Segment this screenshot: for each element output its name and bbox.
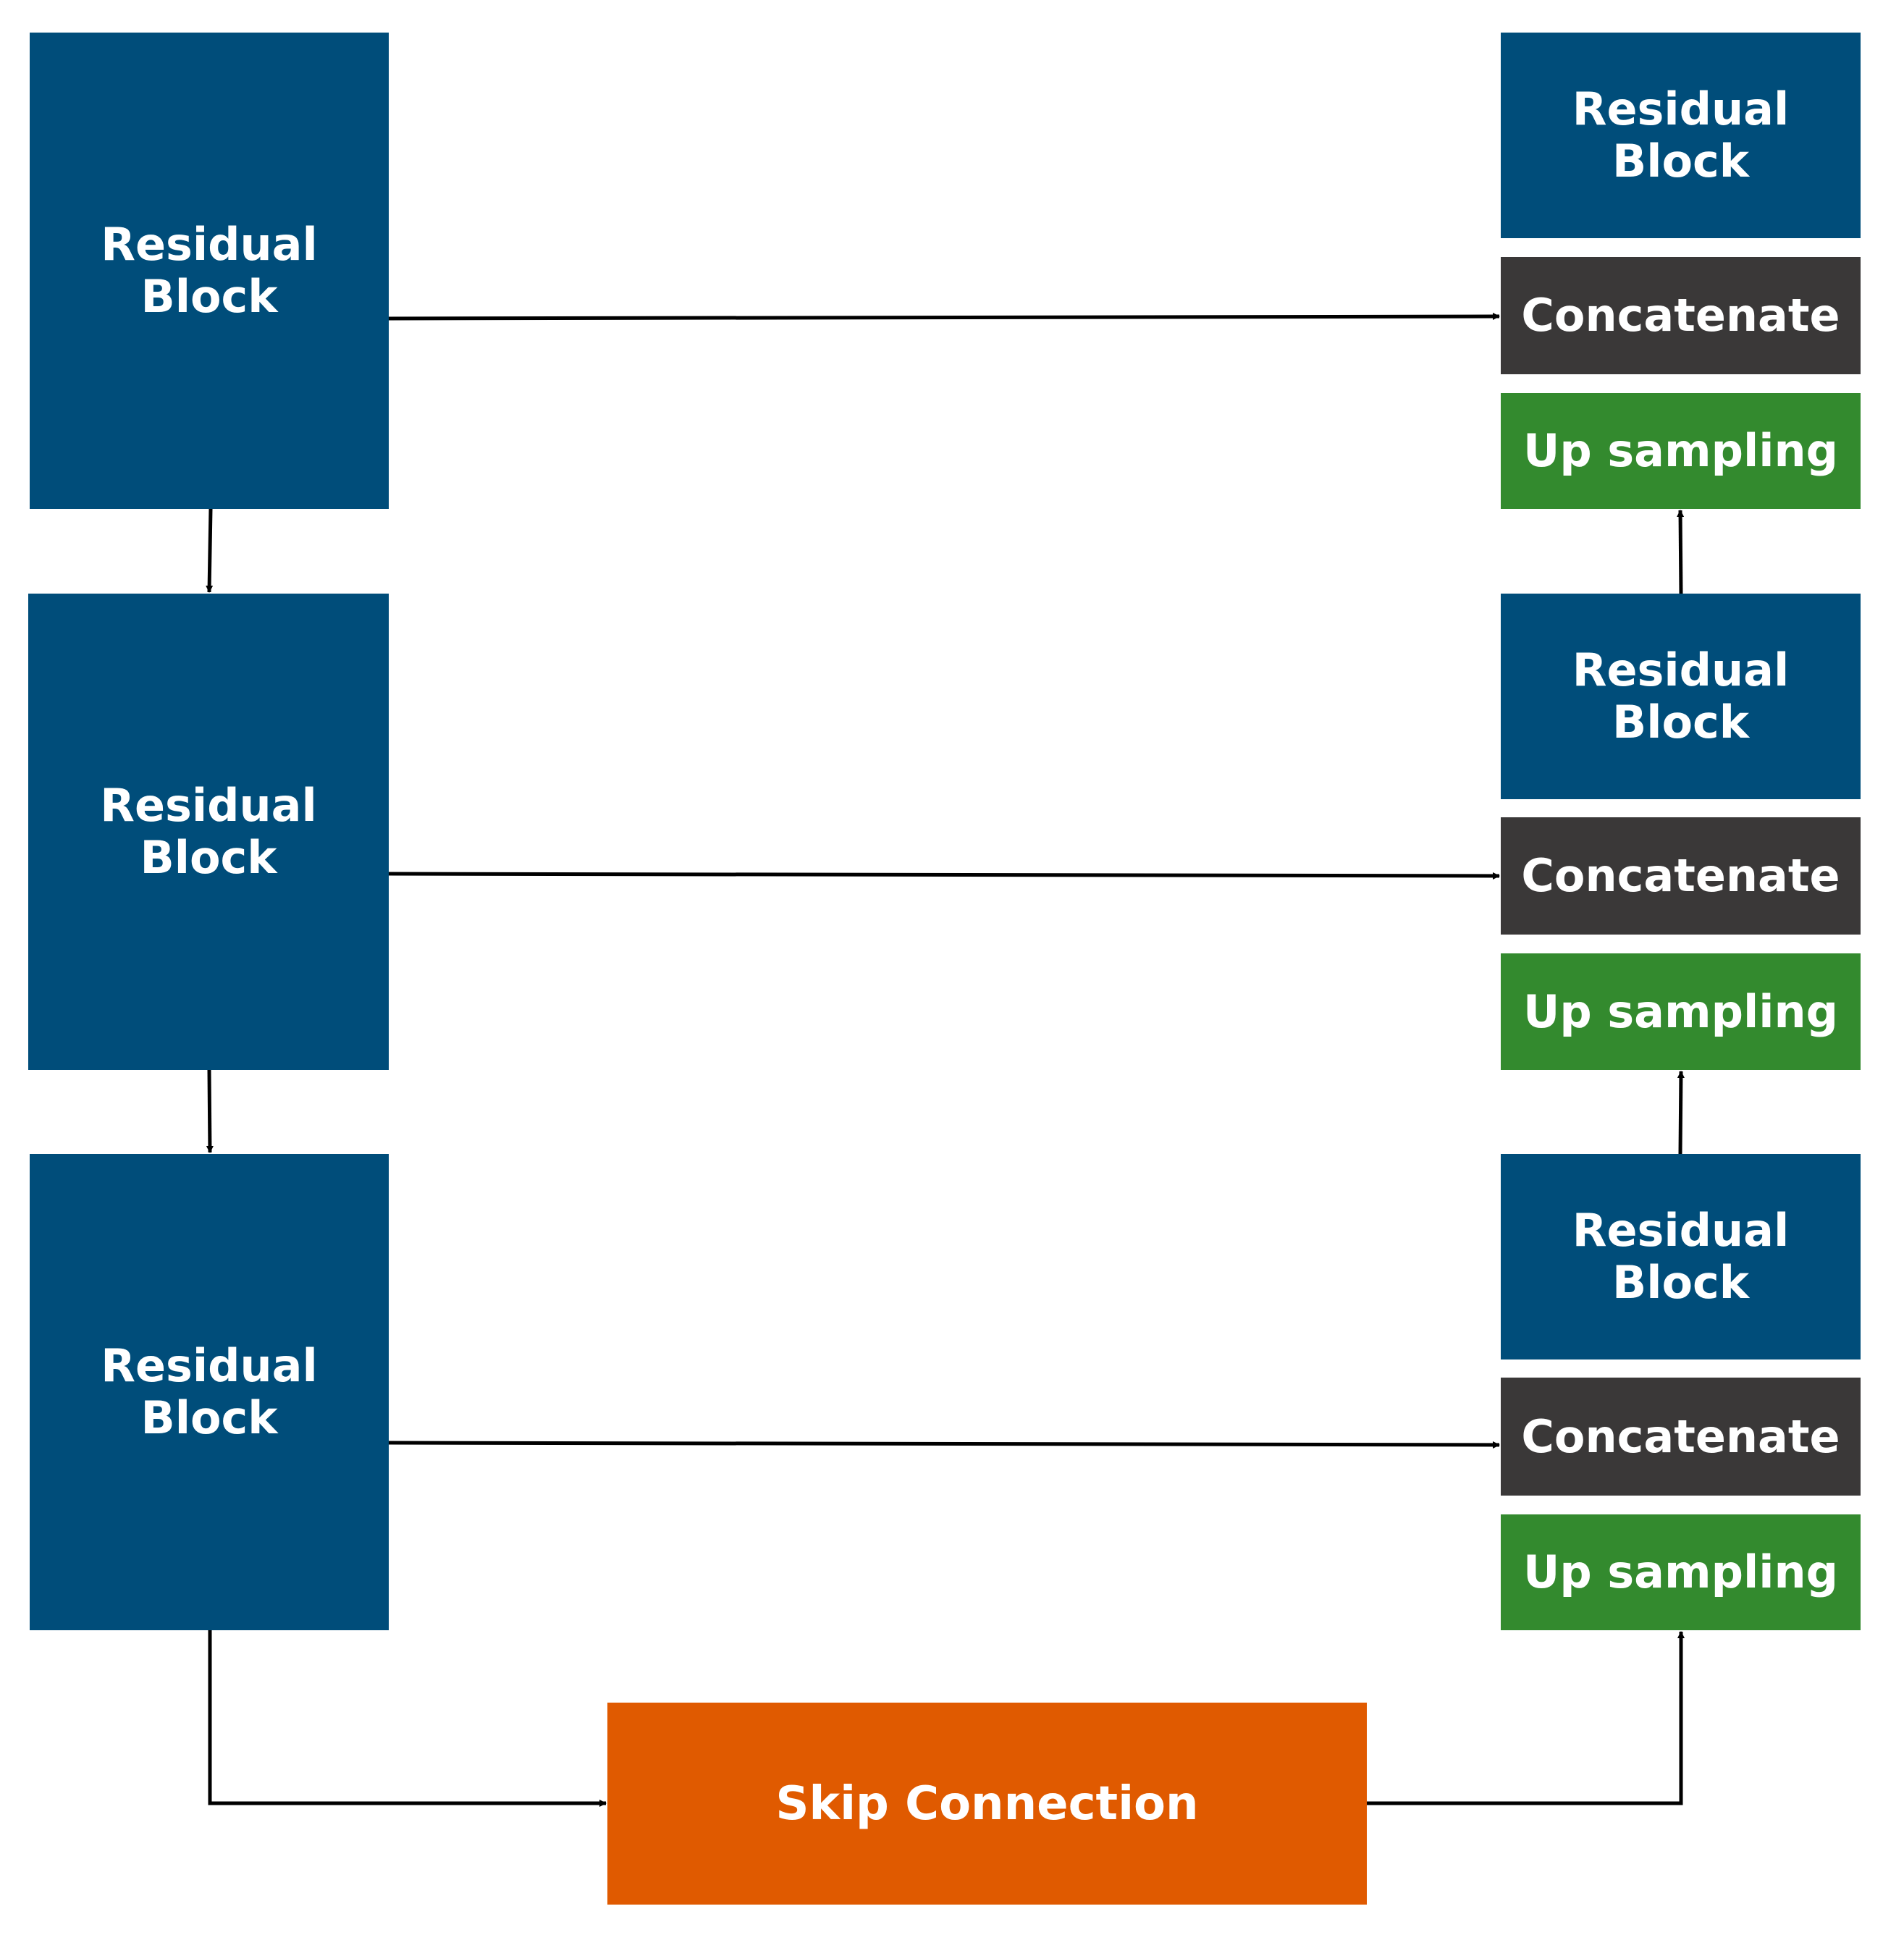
skip-connection-label: Skip Connection (775, 1776, 1199, 1831)
decoder-up-sampling-1-label: Up sampling (1522, 424, 1839, 477)
decoder-residual-block-3-label: Residual Block (1572, 1204, 1790, 1309)
arrow-decoder-residual-3-to-upsample-2 (1677, 1071, 1685, 1155)
arrow-encoder-2-to-concat-2 (388, 872, 1500, 880)
arrow-encoder-1-to-2 (206, 508, 214, 593)
decoder-concatenate-3-label: Concatenate (1521, 1409, 1840, 1463)
skip-connection-block: Skip Connection (607, 1703, 1367, 1905)
encoder-residual-block-1: Residual Block (30, 33, 389, 509)
decoder-residual-block-2: Residual Block (1501, 594, 1861, 799)
decoder-concatenate-3: Concatenate (1501, 1378, 1861, 1496)
decoder-up-sampling-1: Up sampling (1501, 393, 1861, 509)
decoder-concatenate-1-label: Concatenate (1521, 289, 1840, 342)
arrow-encoder-3-to-concat-3 (388, 1441, 1500, 1449)
arrow-decoder-residual-2-to-upsample-1 (1677, 510, 1685, 594)
decoder-residual-block-1-label: Residual Block (1572, 83, 1790, 187)
decoder-concatenate-2-label: Concatenate (1521, 849, 1840, 902)
decoder-up-sampling-2-label: Up sampling (1522, 985, 1839, 1038)
decoder-up-sampling-3: Up sampling (1501, 1514, 1861, 1630)
encoder-residual-block-1-label: Residual Block (101, 218, 318, 323)
decoder-residual-block-3: Residual Block (1501, 1154, 1861, 1359)
decoder-concatenate-1: Concatenate (1501, 257, 1861, 374)
encoder-residual-block-2-label: Residual Block (100, 779, 317, 884)
arrow-encoder-2-to-3 (206, 1069, 214, 1153)
decoder-up-sampling-2: Up sampling (1501, 953, 1861, 1070)
decoder-up-sampling-3-label: Up sampling (1522, 1546, 1839, 1598)
decoder-concatenate-2: Concatenate (1501, 817, 1861, 935)
decoder-residual-block-1: Residual Block (1501, 33, 1861, 238)
encoder-residual-block-3: Residual Block (30, 1154, 389, 1630)
arrow-encoder-3-to-skip (208, 1630, 607, 1807)
encoder-residual-block-2: Residual Block (28, 594, 389, 1070)
arrow-encoder-1-to-concat-1 (388, 313, 1500, 321)
encoder-residual-block-3-label: Residual Block (101, 1339, 318, 1444)
arrow-skip-to-upsample-3 (1367, 1631, 1685, 1805)
decoder-residual-block-2-label: Residual Block (1572, 644, 1790, 749)
